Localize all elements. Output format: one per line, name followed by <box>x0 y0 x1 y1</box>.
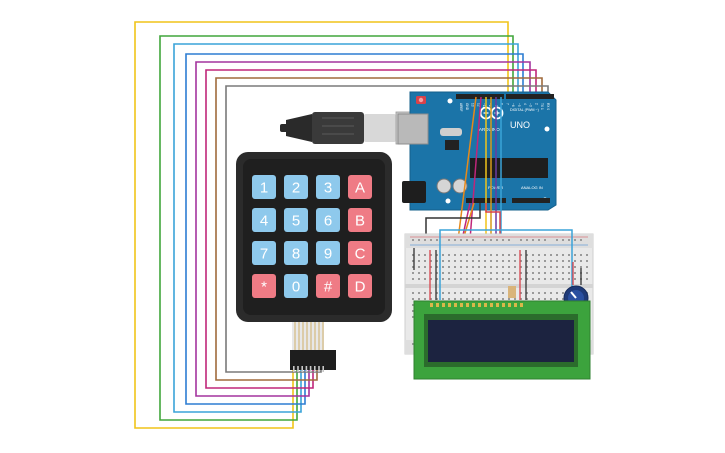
wire-brown <box>215 77 543 381</box>
keypad-key-label: 0 <box>292 279 300 296</box>
keypad-key[interactable]: 2 <box>284 175 308 199</box>
lcd-screen <box>428 320 574 362</box>
digital-pin-label: AREF <box>459 103 463 112</box>
keypad-key-label: 4 <box>260 213 268 230</box>
wire-purple <box>195 61 531 397</box>
atmega-chip <box>470 158 548 178</box>
wire-blue <box>185 53 524 405</box>
keypad-key[interactable]: 7 <box>252 241 276 265</box>
board-brand: ARDUINO <box>479 127 500 132</box>
usb-chip <box>445 140 459 150</box>
keypad-key[interactable]: 0 <box>284 274 308 298</box>
arduino-uno-board[interactable]: UNO ARDUINO DIGITAL (PWM ~) POWER ANALOG… <box>397 91 557 211</box>
digital-pin-label: 2 <box>534 103 538 105</box>
wire-gray <box>225 85 549 373</box>
lcd-display <box>413 300 591 380</box>
digital-pin-label: 13 <box>471 103 475 107</box>
power-jack <box>402 181 426 203</box>
capacitor-1 <box>436 178 452 194</box>
digital-pin-label: RX 0 <box>546 103 550 110</box>
keypad: 1 2 3 A 4 5 6 B 7 8 9 C * 0 # D <box>236 152 392 372</box>
resistor <box>508 286 516 298</box>
digital-pin-label: ~10 <box>488 103 492 109</box>
wire-yellow <box>134 21 509 429</box>
keypad-key-label: 2 <box>292 180 300 197</box>
digital-pin-label: ~6 <box>511 103 515 107</box>
keypad-wires <box>134 21 549 429</box>
digital-pin-label: TX 1 <box>540 103 544 110</box>
digital-pin-label: 7 <box>505 103 509 105</box>
keypad-key[interactable]: C <box>348 241 372 265</box>
digital-pin-label: ~5 <box>517 103 521 107</box>
digital-pin-label: ~3 <box>529 103 533 107</box>
digital-pin-label: 12 <box>476 103 480 107</box>
crystal <box>440 128 462 136</box>
keypad-key[interactable]: 3 <box>316 175 340 199</box>
keypad-key-label: 6 <box>324 213 332 230</box>
keypad-key[interactable]: 6 <box>316 208 340 232</box>
wire-magenta <box>205 69 537 389</box>
keypad-key-label: * <box>261 279 267 296</box>
usb-socket <box>397 113 429 145</box>
keypad-connector <box>290 350 336 370</box>
keypad-key[interactable]: * <box>252 274 276 298</box>
capacitor-2 <box>452 178 468 194</box>
keypad-key[interactable]: B <box>348 208 372 232</box>
keypad-key-label: B <box>355 213 365 230</box>
keypad-key-label: # <box>324 279 333 296</box>
analog-header-label: ANALOG IN <box>521 185 543 190</box>
keypad-ribbon <box>292 322 324 352</box>
keypad-key[interactable]: 8 <box>284 241 308 265</box>
keypad-key[interactable]: 5 <box>284 208 308 232</box>
keypad-key[interactable]: 1 <box>252 175 276 199</box>
digital-header <box>456 94 554 99</box>
keypad-key-label: D <box>355 279 366 296</box>
keypad-key-label: 9 <box>324 246 332 263</box>
keypad-key-label: A <box>355 180 365 197</box>
digital-pin-label: ~11 <box>482 103 486 108</box>
keypad-key[interactable]: 9 <box>316 241 340 265</box>
keypad-key-label: 5 <box>292 213 300 230</box>
keypad-key-label: 3 <box>324 180 332 197</box>
keypad-key[interactable]: A <box>348 175 372 199</box>
keypad-key-label: 1 <box>260 180 268 197</box>
wire-cyan <box>173 43 519 413</box>
digital-pin-label: 4 <box>523 103 527 105</box>
keypad-key-label: 7 <box>260 246 268 263</box>
keypad-key-label: C <box>355 246 366 263</box>
breadboard-wires <box>413 229 582 300</box>
digital-header-label: DIGITAL (PWM ~) <box>510 108 539 112</box>
keypad-key[interactable]: # <box>316 274 340 298</box>
board-model: UNO <box>510 120 530 130</box>
keypad-key[interactable]: 4 <box>252 208 276 232</box>
digital-pin-label: GND <box>465 103 469 111</box>
keypad-key[interactable]: D <box>348 274 372 298</box>
keypad-key-label: 8 <box>292 246 300 263</box>
